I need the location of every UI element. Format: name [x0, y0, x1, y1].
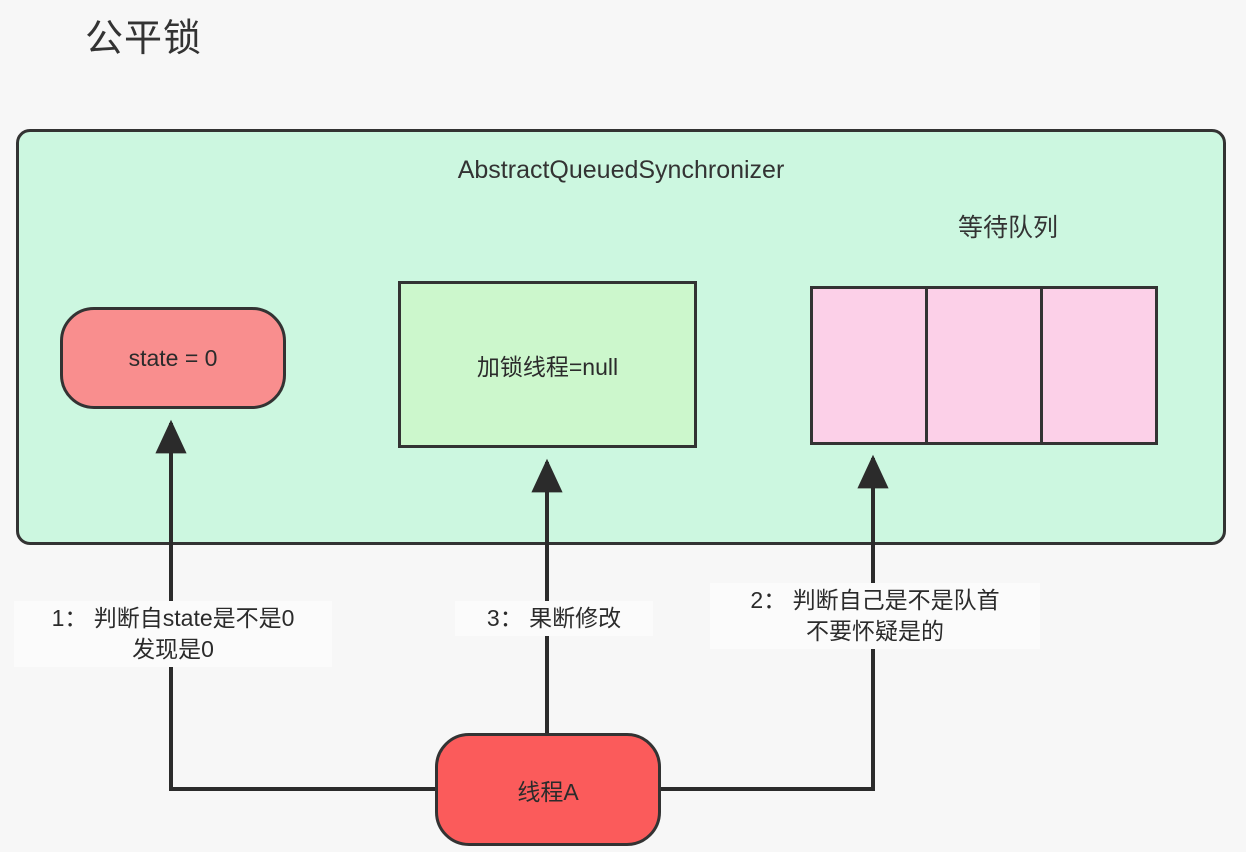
- lock-holder-box[interactable]: 加锁线程=null: [398, 281, 697, 448]
- thread-a-node[interactable]: 线程A: [435, 733, 661, 846]
- waiting-queue-title: 等待队列: [957, 214, 1058, 242]
- step-label-3: 3： 果断修改: [455, 601, 653, 636]
- lock-holder-label: 加锁线程=null: [476, 353, 619, 380]
- queue-cell-1[interactable]: [810, 286, 928, 445]
- queue-cell-2[interactable]: [925, 286, 1043, 445]
- step-label-2: 2： 判断自己是不是队首 不要怀疑是的: [710, 583, 1040, 649]
- thread-a-label: 线程A: [517, 778, 579, 805]
- aqs-title: AbstractQueuedSynchronizer: [457, 156, 785, 184]
- state-node[interactable]: state = 0: [60, 307, 286, 409]
- state-node-label: state = 0: [128, 344, 218, 371]
- page-title: 公平锁: [85, 18, 203, 60]
- step-label-1: 1： 判断自state是不是0 发现是0: [14, 601, 332, 667]
- waiting-queue: [810, 286, 1158, 445]
- queue-cell-3[interactable]: [1040, 286, 1158, 445]
